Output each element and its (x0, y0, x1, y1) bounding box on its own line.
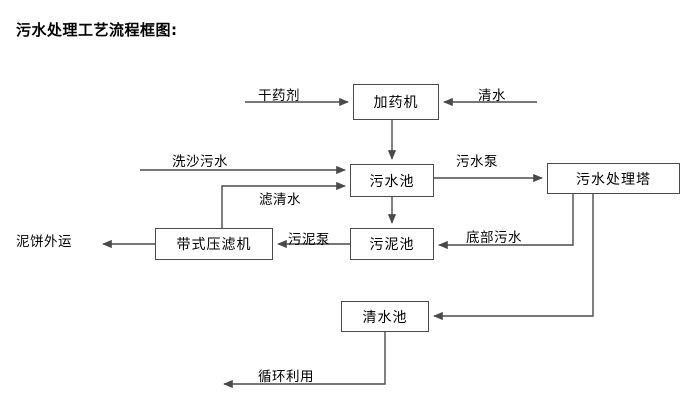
node-sludge-pool[interactable]: 污泥池 (350, 228, 434, 260)
edge-filtered-water-to-sewage-pool (221, 181, 346, 228)
edge-label-dry-chemical: 干药剂 (258, 88, 300, 104)
edge-label-filtered-water: 滤清水 (259, 192, 301, 208)
edge-label-clean-water-in: 清水 (478, 88, 506, 104)
edge-clean-water-pool-to-recycle (223, 332, 386, 389)
edge-label-sewage-pump: 污水泵 (456, 154, 498, 170)
edge-label-recycle-use: 循环利用 (258, 369, 314, 385)
node-sewage-pool[interactable]: 污水池 (350, 164, 434, 197)
terminal-mud-cake-out: 泥饼外运 (16, 234, 72, 250)
edge-tower-to-sludge-pool (438, 194, 574, 250)
node-clean-water-pool[interactable]: 清水池 (341, 301, 429, 332)
node-belt-filter-press[interactable]: 带式压滤机 (155, 228, 273, 260)
node-treatment-tower[interactable]: 污水处理塔 (547, 163, 680, 194)
node-dosing-machine[interactable]: 加药机 (353, 84, 439, 120)
edge-label-sludge-pump: 污泥泵 (288, 232, 330, 248)
edge-tower-to-clean-water-pool (433, 194, 594, 321)
edge-label-bottom-sewage: 底部污水 (466, 230, 522, 246)
edge-label-sand-wash-sewage: 洗沙污水 (172, 154, 228, 170)
page-title: 污水处理工艺流程框图: (16, 21, 178, 39)
